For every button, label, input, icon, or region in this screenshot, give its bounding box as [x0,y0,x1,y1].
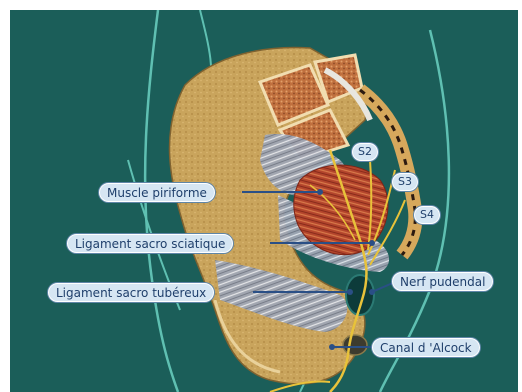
label-level-s3: S3 [392,173,418,191]
label-nerf-pudendal: Nerf pudendal [392,272,493,291]
label-canal-alcock: Canal d 'Alcock [372,338,480,357]
label-level-s2: S2 [352,143,378,161]
label-ligament-sacro-tubereux: Ligament sacro tubéreux [48,283,214,302]
pelvis-illustration [10,10,518,392]
label-level-s4: S4 [414,206,440,224]
label-ligament-sacro-sciatique: Ligament sacro sciatique [67,234,233,253]
label-muscle-piriforme: Muscle piriforme [99,183,215,202]
diagram-panel: Muscle piriforme Ligament sacro sciatiqu… [10,10,518,392]
